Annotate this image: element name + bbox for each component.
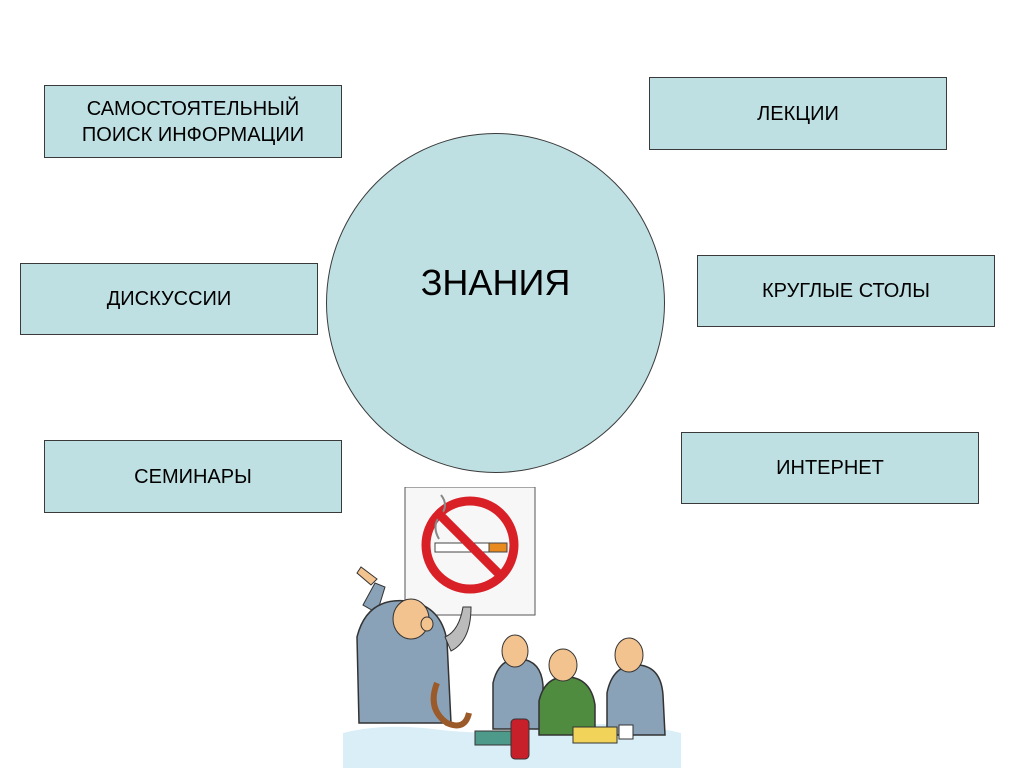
no-smoking-cartoon-icon bbox=[343, 487, 681, 768]
box-lectures-label: ЛЕКЦИИ bbox=[757, 102, 839, 125]
box-round-tables-label: КРУГЛЫЕ СТОЛЫ bbox=[762, 280, 930, 302]
box-lectures: ЛЕКЦИИ bbox=[649, 77, 947, 150]
box-internet-label: ИНТЕРНЕТ bbox=[776, 457, 884, 479]
box-round-tables: КРУГЛЫЕ СТОЛЫ bbox=[697, 255, 995, 327]
box-discussions-label: ДИСКУССИИ bbox=[106, 288, 232, 310]
center-circle: ЗНАНИЯ bbox=[326, 133, 665, 473]
box-self-search-line1: САМОСТОЯТЕЛЬНЫЙ bbox=[86, 97, 300, 120]
box-discussions: ДИСКУССИИ bbox=[20, 263, 318, 335]
box-internet: ИНТЕРНЕТ bbox=[681, 432, 979, 504]
box-self-search: САМОСТОЯТЕЛЬНЫЙ ПОИСК ИНФОРМАЦИИ bbox=[44, 85, 342, 158]
box-self-search-line2: ПОИСК ИНФОРМАЦИИ bbox=[81, 123, 305, 146]
center-label: ЗНАНИЯ bbox=[420, 262, 571, 303]
box-seminars-label: СЕМИНАРЫ bbox=[134, 465, 252, 488]
box-seminars: СЕМИНАРЫ bbox=[44, 440, 342, 513]
